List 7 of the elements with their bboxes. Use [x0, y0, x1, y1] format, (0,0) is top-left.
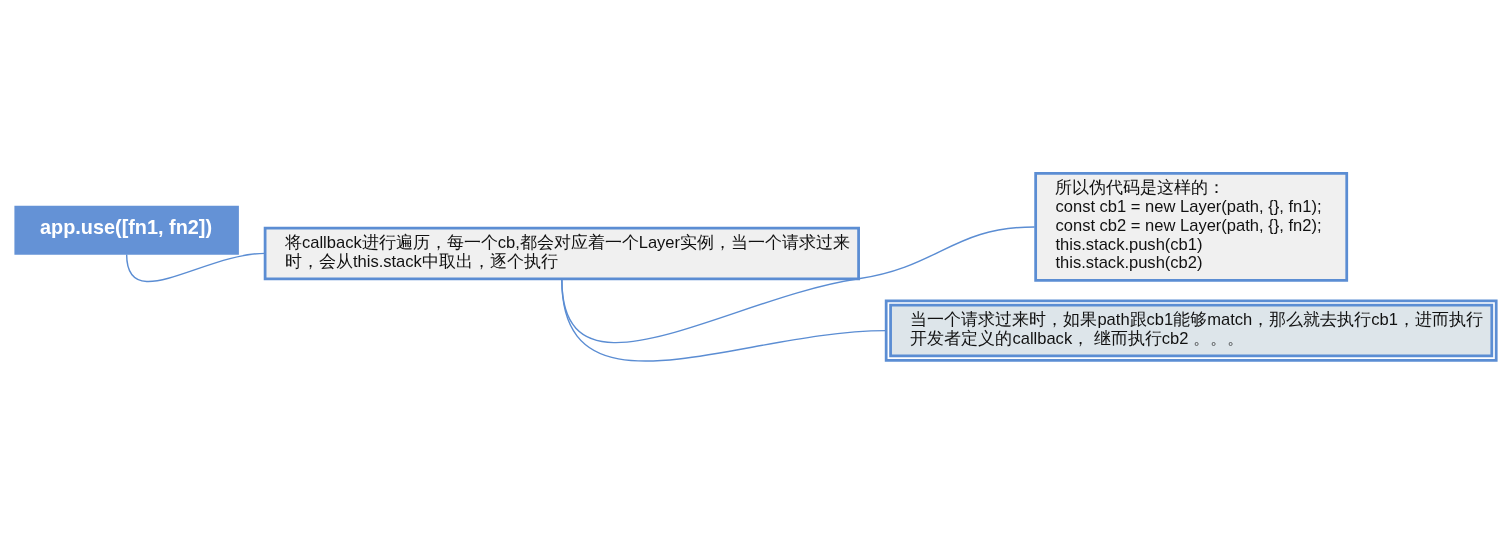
node-box: 所以伪代码是这样的： const cb1 = new Layer(path, {}, fn1); const cb2 = new Layer(path, {}, fn2); this.stack.push(cb1) this.stack.push(cb2) [1034, 172, 1349, 282]
node-box: 将callback进行遍历，每一个cb,都会对应着一个Layer实例，当一个请求过来时，会从this.stack中取出，逐个执行 [263, 226, 860, 281]
connector [125, 252, 266, 283]
connector [561, 279, 887, 362]
connector [561, 226, 1036, 344]
node-box: 当一个请求过来时，如果path跟cb1能够match，那么就去执行cb1，进而执行开发者定义的callback， 继而执行cb2 。。。 [884, 299, 1498, 362]
node-box: app.use([fn1, fn2]) [14, 205, 239, 255]
